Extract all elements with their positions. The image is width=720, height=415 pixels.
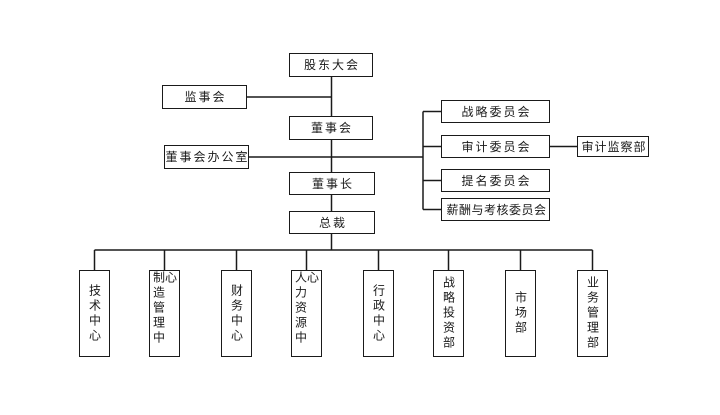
node-dept-strategic-investment-dept: 战略投资部 bbox=[433, 270, 464, 357]
node-dept-human-resources-center: 人力资源中心 bbox=[291, 270, 322, 357]
node-label: 审计监察部 bbox=[581, 139, 647, 154]
node-label: 总裁 bbox=[318, 215, 347, 230]
node-label: 制造管理中心 bbox=[151, 271, 178, 346]
node-audit-committee: 审计委员会 bbox=[441, 135, 550, 158]
node-remuneration-assessment-committee: 薪酬与考核委员会 bbox=[441, 198, 550, 221]
node-label: 董事会 bbox=[310, 121, 353, 135]
node-label: 技术中心 bbox=[87, 283, 102, 344]
node-label: 财务中心 bbox=[229, 283, 244, 344]
node-president: 总裁 bbox=[289, 211, 375, 234]
node-label: 监事会 bbox=[184, 90, 227, 104]
node-dept-finance-center: 财务中心 bbox=[221, 270, 252, 357]
node-label: 业务管理部 bbox=[585, 276, 600, 351]
node-label: 行政中心 bbox=[371, 283, 386, 344]
node-label: 股东大会 bbox=[303, 58, 360, 72]
node-board-of-directors: 董事会 bbox=[289, 116, 373, 140]
node-strategy-committee: 战略委员会 bbox=[441, 100, 550, 123]
node-dept-technology-center: 技术中心 bbox=[79, 270, 110, 357]
node-label: 董事长 bbox=[311, 176, 354, 191]
node-label: 提名委员会 bbox=[461, 173, 532, 188]
node-label: 战略委员会 bbox=[461, 104, 532, 119]
node-dept-administrative-center: 行政中心 bbox=[363, 270, 394, 357]
node-label: 人力资源中心 bbox=[293, 271, 320, 346]
node-label: 市场部 bbox=[513, 291, 528, 336]
node-dept-marketing-dept: 市场部 bbox=[505, 270, 536, 357]
node-shareholders-meeting: 股东大会 bbox=[289, 53, 373, 77]
node-label: 董事会办公室 bbox=[165, 150, 250, 164]
node-label: 审计委员会 bbox=[461, 139, 532, 154]
node-nomination-committee: 提名委员会 bbox=[441, 169, 550, 192]
node-dept-manufacturing-management-center: 制造管理中心 bbox=[149, 270, 180, 357]
node-label: 战略投资部 bbox=[441, 276, 456, 351]
node-chairman: 董事长 bbox=[289, 172, 375, 195]
node-board-office: 董事会办公室 bbox=[164, 145, 249, 169]
node-supervisory-board: 监事会 bbox=[162, 85, 247, 109]
node-audit-supervision-dept: 审计监察部 bbox=[577, 136, 649, 157]
node-label: 薪酬与考核委员会 bbox=[446, 202, 547, 217]
node-dept-business-management-dept: 业务管理部 bbox=[577, 270, 608, 357]
